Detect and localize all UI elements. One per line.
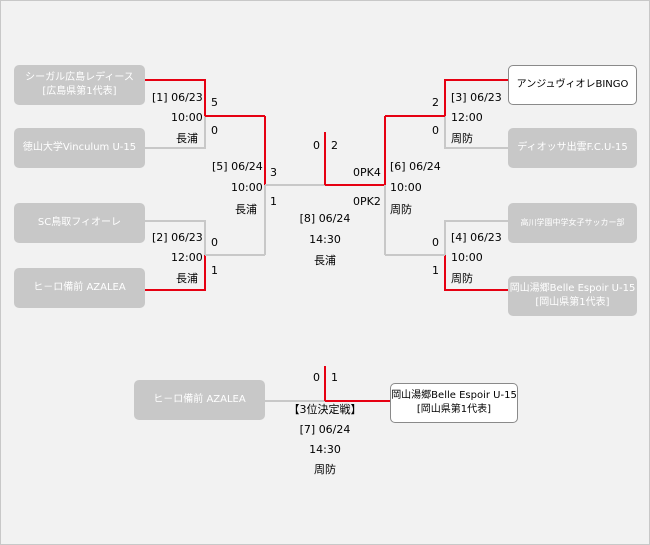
line-m1-top <box>145 79 206 116</box>
team-name: ヒ－ロ備前 AZALEA <box>33 282 126 293</box>
match-6-venue: 周防 <box>390 203 412 216</box>
team-name: 岡山湯郷Belle Espoir U-15 <box>509 283 636 294</box>
match-3-score-bottom: 0 <box>432 124 439 137</box>
third-time: 14:30 <box>309 443 341 456</box>
final-time: 14:30 <box>309 233 341 246</box>
third-place-title: 【3位決定戦】 <box>288 403 362 416</box>
match-5-time: 10:00 <box>231 181 263 194</box>
match-2-time: 12:00 <box>171 251 203 264</box>
team-name: ヒ－ロ備前 AZALEA <box>153 394 246 405</box>
team-name: 岡山湯郷Belle Espoir U-15 <box>391 390 517 401</box>
team-name: 高川学園中学女子サッカー部 <box>520 218 625 227</box>
match-2-id: [2] 06/23 <box>152 231 203 244</box>
team-box-yunogo-3rd[interactable]: 岡山湯郷Belle Espoir U-15 [岡山県第1代表] <box>390 383 518 423</box>
team-name: 徳山大学Vinculum U-15 <box>22 142 137 153</box>
team-box-tokuyama[interactable]: 徳山大学Vinculum U-15 <box>14 128 145 168</box>
match-6-pk-bottom: 0PK2 <box>353 195 381 208</box>
match-2-score-top: 0 <box>211 236 218 249</box>
team-name: SC鳥取フィオーレ <box>37 217 122 228</box>
team-box-takagawa[interactable]: 高川学園中学女子サッカー部 <box>508 203 637 243</box>
match-6-time: 10:00 <box>390 181 422 194</box>
team-qualifier: [岡山県第1代表] <box>535 297 610 308</box>
match-5-score-top: 3 <box>270 166 277 179</box>
match-4-score-bottom: 1 <box>432 264 439 277</box>
line-m1-bottom <box>145 116 206 149</box>
match-2-score-bottom: 1 <box>211 264 218 277</box>
team-name: ディオッサ出雲F.C.U-15 <box>517 142 628 153</box>
final-id: [8] 06/24 <box>299 212 351 225</box>
match-4-id: [4] 06/23 <box>451 231 502 244</box>
line-m4-bottom <box>444 255 508 291</box>
match-3-id: [3] 06/23 <box>451 91 502 104</box>
match-4-time: 10:00 <box>451 251 483 264</box>
match-5-venue: 長浦 <box>235 203 257 216</box>
match-4-venue: 周防 <box>451 272 473 285</box>
line-m2-top <box>145 220 206 255</box>
team-box-bingo[interactable]: アンジュヴィオレBINGO <box>508 65 637 105</box>
team-box-tottori[interactable]: SC鳥取フィオーレ <box>14 203 145 243</box>
team-name: シーガル広島レディース <box>25 72 134 83</box>
line-m3-top <box>444 79 508 116</box>
third-id: [7] 06/24 <box>299 423 351 436</box>
match-6-pk-top: 0PK4 <box>353 166 381 179</box>
match-4-score-top: 0 <box>432 236 439 249</box>
team-qualifier: [岡山県第1代表] <box>416 404 492 415</box>
match-3-venue: 周防 <box>451 132 473 145</box>
third-venue: 周防 <box>314 463 336 476</box>
team-box-yunogo[interactable]: 岡山湯郷Belle Espoir U-15 [岡山県第1代表] <box>508 276 637 316</box>
match-1-id: [1] 06/23 <box>152 91 203 104</box>
final-venue: 長浦 <box>314 254 336 267</box>
team-name: アンジュヴィオレBINGO <box>516 79 629 90</box>
final-score-left: 0 <box>313 139 320 152</box>
team-box-azalea[interactable]: ヒ－ロ備前 AZALEA <box>14 268 145 308</box>
match-5-score-bottom: 1 <box>270 195 277 208</box>
team-box-seagull[interactable]: シーガル広島レディース [広島県第1代表] <box>14 65 145 105</box>
match-1-venue: 長浦 <box>176 132 198 145</box>
line-m4-top <box>444 220 508 255</box>
match-5-id: [5] 06/24 <box>212 160 263 173</box>
match-2-venue: 長浦 <box>176 272 198 285</box>
match-1-score-top: 5 <box>211 96 218 109</box>
team-box-azalea-3rd[interactable]: ヒ－ロ備前 AZALEA <box>134 380 265 420</box>
team-qualifier: [広島県第1代表] <box>42 86 117 97</box>
line-m3-bottom <box>444 116 508 149</box>
match-1-score-bottom: 0 <box>211 124 218 137</box>
match-3-time: 12:00 <box>451 111 483 124</box>
line-m2-bottom <box>145 255 206 291</box>
team-box-izumo[interactable]: ディオッサ出雲F.C.U-15 <box>508 128 637 168</box>
third-score-left: 0 <box>313 371 320 384</box>
final-score-right: 2 <box>331 139 338 152</box>
match-3-score-top: 2 <box>432 96 439 109</box>
match-6-id: [6] 06/24 <box>390 160 441 173</box>
third-score-right: 1 <box>331 371 338 384</box>
match-1-time: 10:00 <box>171 111 203 124</box>
